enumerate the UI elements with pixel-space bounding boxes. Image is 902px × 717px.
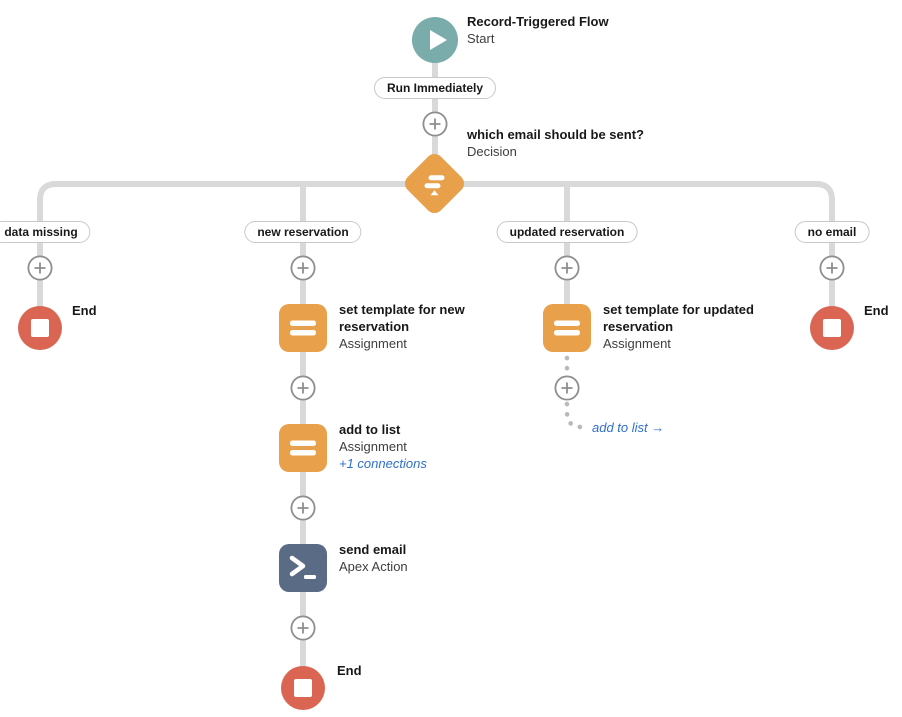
end-node-label: End [864, 302, 889, 319]
branch-label-no-email: no email [794, 221, 870, 243]
add-element-button[interactable] [27, 255, 53, 281]
branch-label-data-missing: data missing [0, 221, 91, 243]
branch-label: updated reservation [509, 225, 625, 239]
end-node-label: End [72, 302, 97, 319]
badge-label: Run Immediately [386, 81, 484, 95]
end-square-icon [294, 679, 312, 697]
node-title: End [72, 303, 97, 318]
decision-node-label: which email should be sent? Decision [467, 126, 697, 160]
node-title: Record-Triggered Flow [467, 14, 609, 29]
add-element-button[interactable] [290, 375, 316, 401]
end-node-no-email[interactable] [810, 306, 854, 350]
apex-action-node-send-email[interactable] [279, 544, 327, 592]
end-square-icon [823, 319, 841, 337]
start-node-label: Record-Triggered Flow Start [467, 13, 687, 47]
goto-label: add to list → [592, 420, 665, 435]
plus-icon [290, 615, 316, 641]
assignment-equals-icon [290, 320, 316, 336]
add-element-button[interactable] [422, 111, 448, 137]
goto-link-add-to-list[interactable]: add to list → [592, 420, 664, 435]
assignment-node-label: add to list Assignment +1 connections [339, 421, 511, 472]
node-subtitle: Assignment [339, 336, 407, 351]
node-title: which email should be sent? [467, 127, 644, 142]
add-element-button[interactable] [819, 255, 845, 281]
branch-label: data missing [4, 225, 78, 239]
end-square-icon [31, 319, 49, 337]
plus-icon [819, 255, 845, 281]
plus-icon [290, 375, 316, 401]
decision-signpost-icon [424, 174, 445, 195]
apex-terminal-icon [289, 555, 316, 579]
plus-icon [422, 111, 448, 137]
decision-node[interactable] [401, 150, 468, 217]
play-icon [430, 30, 447, 50]
plus-icon [290, 495, 316, 521]
assignment-node-label: set template for new reservation Assignm… [339, 301, 511, 352]
node-title: End [864, 303, 889, 318]
plus-icon [290, 255, 316, 281]
end-node-data-missing[interactable] [18, 306, 62, 350]
add-element-button[interactable] [290, 255, 316, 281]
add-element-button[interactable] [554, 375, 580, 401]
add-element-button[interactable] [290, 495, 316, 521]
plus-icon [27, 255, 53, 281]
plus-icon [554, 255, 580, 281]
start-node[interactable] [412, 17, 458, 63]
node-subtitle: Assignment [603, 336, 671, 351]
assignment-equals-icon [290, 440, 316, 456]
end-node-label: End [337, 662, 362, 679]
node-title: set template for new reservation [339, 302, 465, 334]
assignment-node-label: set template for updated reservation Ass… [603, 301, 783, 352]
node-title: set template for updated reservation [603, 302, 754, 334]
assignment-node-set-template-updated[interactable] [543, 304, 591, 352]
node-subtitle: Apex Action [339, 559, 408, 574]
branch-label-new-reservation: new reservation [244, 221, 362, 243]
node-subtitle: Start [467, 31, 495, 46]
run-immediately-badge: Run Immediately [373, 77, 497, 99]
plus-icon [554, 375, 580, 401]
assignment-equals-icon [554, 320, 580, 336]
branch-label: new reservation [257, 225, 349, 239]
apex-action-node-label: send email Apex Action [339, 541, 511, 575]
assignment-node-add-to-list[interactable] [279, 424, 327, 472]
end-node-new-reservation[interactable] [281, 666, 325, 710]
assignment-node-set-template-new[interactable] [279, 304, 327, 352]
add-element-button[interactable] [554, 255, 580, 281]
branch-label: no email [807, 225, 857, 239]
node-title: add to list [339, 422, 401, 437]
add-element-button[interactable] [290, 615, 316, 641]
node-connections-meta: +1 connections [339, 456, 427, 471]
node-title: End [337, 663, 362, 678]
node-subtitle: Decision [467, 144, 517, 159]
branch-label-updated-reservation: updated reservation [496, 221, 638, 243]
node-subtitle: Assignment [339, 439, 407, 454]
node-title: send email [339, 542, 407, 557]
